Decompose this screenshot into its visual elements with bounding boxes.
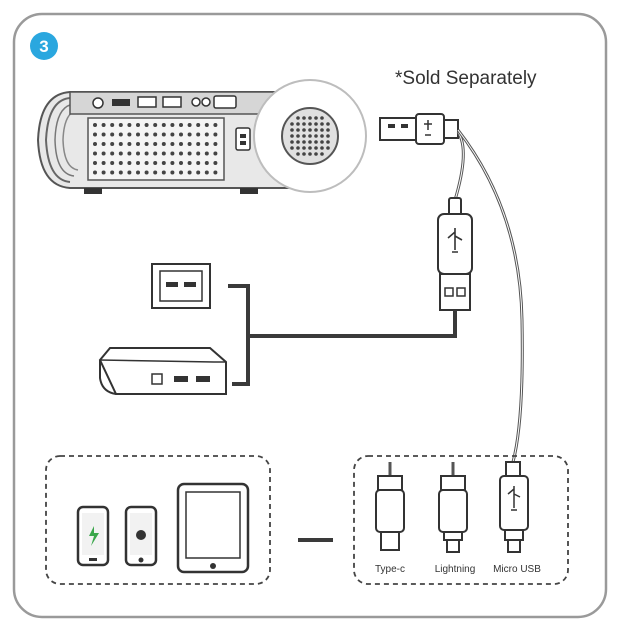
- micro-usb-label: Micro USB: [493, 564, 541, 575]
- power-source-lines: [228, 284, 457, 386]
- step-number: 3: [39, 37, 48, 56]
- connectors-group: [353, 455, 569, 585]
- tablet-icon: [176, 482, 250, 574]
- projector-illustration: [36, 79, 367, 194]
- devices-group: [45, 455, 271, 585]
- type-c-label: Type-c: [375, 564, 405, 575]
- type-c-connector: [375, 462, 405, 551]
- wall-outlet: [151, 263, 211, 309]
- step-badge: 3: [30, 32, 58, 60]
- fan-grille: [290, 116, 330, 156]
- power-bank: [98, 347, 227, 395]
- iphone-icon: [124, 505, 158, 567]
- usb-split-cable: [379, 113, 524, 463]
- sold-separately-note: *Sold Separately: [395, 68, 537, 89]
- micro-usb-connector: [499, 461, 529, 553]
- android-phone-icon: [76, 505, 110, 567]
- vent-grid: [93, 123, 218, 175]
- lightning-label: Lightning: [435, 564, 476, 575]
- lightning-connector: [438, 462, 468, 553]
